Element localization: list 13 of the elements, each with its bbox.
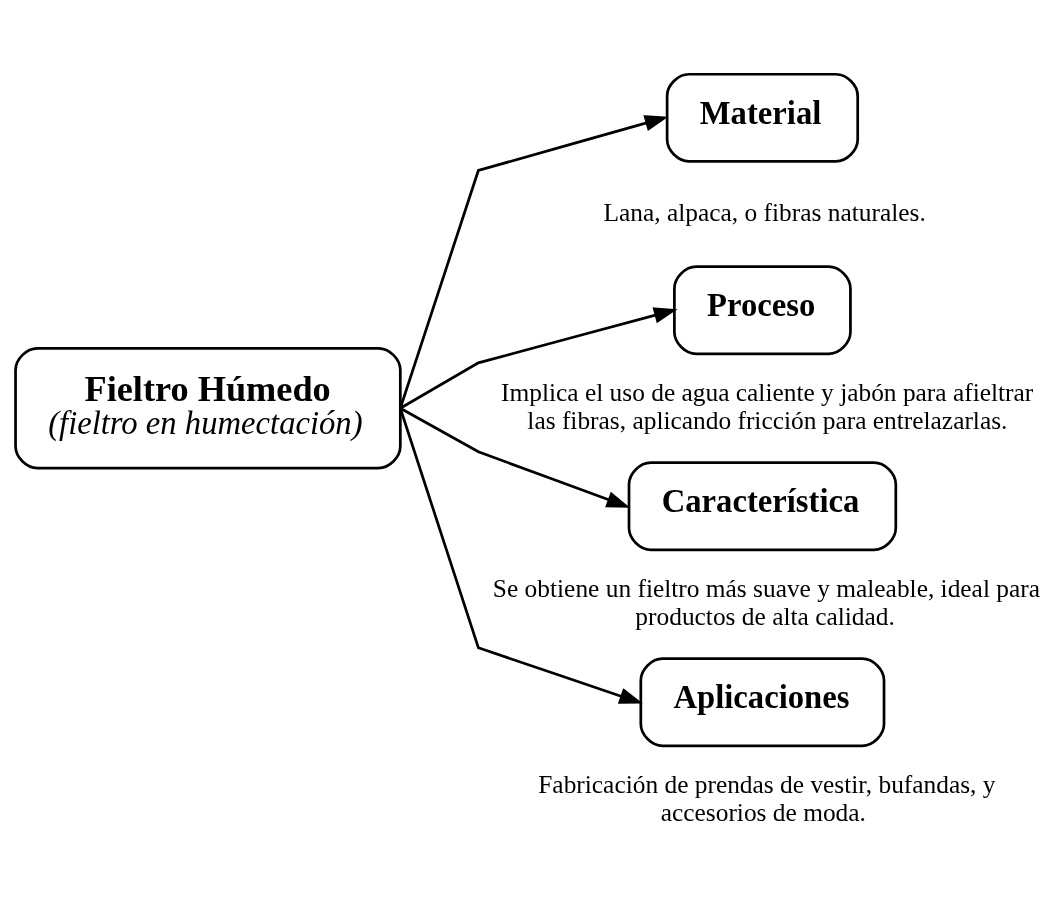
arrow xyxy=(399,406,631,508)
node-box: Característica xyxy=(627,460,898,551)
node-box: Material xyxy=(665,72,860,163)
arrow xyxy=(399,407,643,704)
arrow xyxy=(399,306,678,409)
node-box: Fieltro Húmedo (fieltro en humectación) xyxy=(14,346,402,469)
node-box: Aplicaciones xyxy=(639,656,886,747)
node-label: Se obtiene un fieltro más suave y maleable, ideal para productos de alta calidad. xyxy=(492,573,1040,630)
node-label: Implica el uso de agua caliente y jabón para afieltrar las fibras, aplicando fricción para entrelazarlas. xyxy=(501,377,1034,434)
node-label: Fabricación de prendas de vestir, bufandas, y accesorios de moda. xyxy=(538,769,996,826)
node-label: Lana, alpaca, o fibras naturales. xyxy=(603,197,926,226)
arrow xyxy=(399,114,669,409)
node-box: Proceso xyxy=(673,264,852,355)
